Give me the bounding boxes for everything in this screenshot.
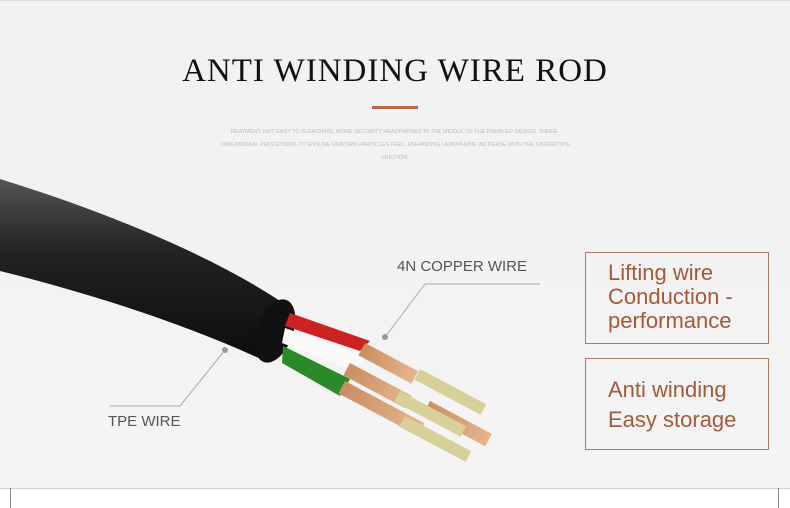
feature-line: Easy storage xyxy=(608,407,737,432)
feature-box-anti-winding: Anti winding Easy storage xyxy=(585,358,769,450)
description: REATMENT, NOT EASY TO BLEACHING, MORE SE… xyxy=(221,129,569,161)
cable-illustration xyxy=(0,179,540,462)
tpe-wire-label: TPE WIRE xyxy=(108,413,181,430)
feature-box-conduction: Lifting wire Conduction - performance xyxy=(585,252,769,344)
copper-wire-label: 4N COPPER WIRE xyxy=(397,258,528,275)
feature-line: Anti winding xyxy=(608,377,727,402)
title-divider xyxy=(372,106,418,109)
product-banner: ANTI WINDING WIRE ROD REATMENT, NOT EASY… xyxy=(0,0,790,489)
frame-edge-left xyxy=(10,488,11,508)
feature-line: Conduction - xyxy=(608,284,733,309)
frame-edge-right xyxy=(778,488,779,508)
feature-line: Lifting wire xyxy=(608,260,714,285)
feature-line: performance xyxy=(608,308,732,333)
page-title: ANTI WINDING WIRE ROD xyxy=(182,53,608,89)
